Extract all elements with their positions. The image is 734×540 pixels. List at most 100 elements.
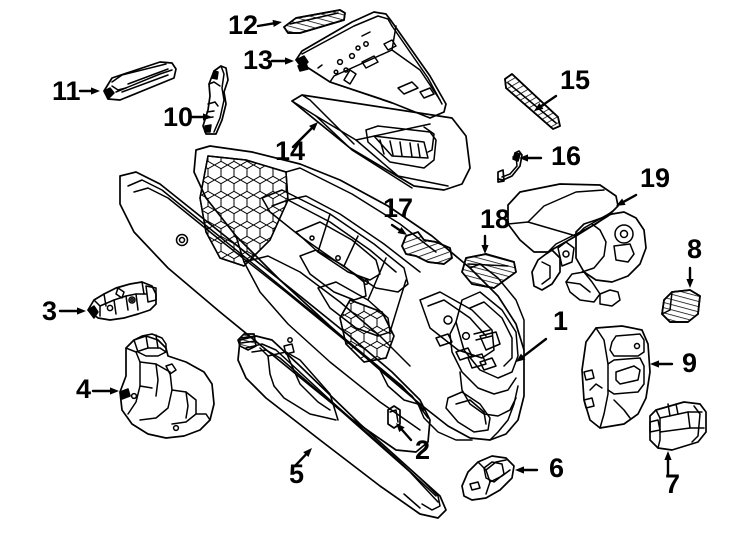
callout-hotspot-13[interactable] [239, 45, 279, 73]
part-front-cup-holder-mat [401, 231, 453, 265]
callout-hotspot-10[interactable] [159, 102, 199, 130]
callout-hotspot-8[interactable] [683, 234, 707, 262]
callout-13[interactable]: 13 [243, 45, 294, 75]
leader-arrowhead-9 [650, 360, 659, 368]
part-console-clip [387, 405, 401, 429]
callout-hotspot-12[interactable] [224, 10, 264, 38]
part-console-storage-bin [119, 333, 215, 439]
callout-number-8: 8 [687, 234, 702, 264]
leader-line-1 [521, 337, 548, 358]
callout-14[interactable]: 14 [275, 122, 318, 166]
callout-18[interactable]: 18 [480, 204, 510, 254]
leader-line-19 [622, 193, 638, 203]
part-armrest-lid-assembly [507, 183, 647, 307]
callout-hotspot-9[interactable] [678, 348, 702, 376]
callout-3[interactable]: 3 [42, 296, 86, 326]
leader-arrowhead-6 [515, 466, 524, 474]
callout-hotspot-3[interactable] [38, 296, 62, 324]
callout-7[interactable]: 7 [664, 451, 680, 499]
callout-hotspot-14[interactable] [271, 136, 311, 164]
callout-2[interactable]: 2 [396, 423, 430, 465]
callout-hotspot-11[interactable] [48, 76, 88, 104]
callout-number-1: 1 [553, 306, 568, 336]
part-rear-console-trim-bezel [581, 325, 651, 429]
callout-number-6: 6 [549, 453, 564, 483]
leader-arrowhead-13 [285, 57, 294, 65]
leader-arrowhead-4 [110, 387, 119, 395]
callout-hotspot-16[interactable] [547, 141, 587, 169]
callout-number-11: 11 [52, 76, 81, 106]
callout-number-17: 17 [383, 193, 413, 223]
callout-number-13: 13 [243, 45, 273, 75]
leader-arrowhead-8 [686, 279, 694, 288]
callout-17[interactable]: 17 [383, 193, 413, 235]
leader-line-17 [390, 223, 401, 232]
callout-number-3: 3 [42, 296, 57, 326]
leader-line-14 [291, 127, 313, 149]
callout-15[interactable]: 15 [534, 65, 590, 111]
callout-hotspot-4[interactable] [72, 374, 96, 402]
callout-8[interactable]: 8 [686, 234, 702, 288]
part-upper-console-trim-plate [291, 94, 471, 191]
callout-hotspot-6[interactable] [545, 453, 569, 481]
callout-number-4: 4 [76, 374, 91, 404]
callout-number-15: 15 [560, 65, 590, 95]
part-shifter-surround-panel [295, 11, 447, 119]
callout-12[interactable]: 12 [228, 10, 282, 40]
leader-arrowhead-11 [91, 87, 100, 95]
leader-line-5 [293, 453, 308, 468]
callout-5[interactable]: 5 [289, 448, 312, 489]
callout-hotspot-15[interactable] [556, 65, 596, 93]
callout-number-18: 18 [480, 204, 510, 234]
callout-number-7: 7 [665, 469, 680, 499]
leader-arrowhead-17 [397, 227, 407, 235]
leader-arrowhead-15 [534, 102, 544, 111]
part-armrest-latch-rod [497, 150, 523, 183]
leader-arrowhead-12 [272, 19, 282, 28]
callout-number-14: 14 [275, 136, 305, 166]
part-center-console-body [119, 145, 525, 453]
callout-number-2: 2 [415, 435, 430, 465]
callout-hotspot-2[interactable] [411, 435, 435, 463]
part-rear-console-vent-outlet [461, 455, 515, 501]
callout-hotspot-5[interactable] [285, 459, 309, 487]
callout-6[interactable]: 6 [515, 453, 564, 483]
part-small-end-cap [661, 289, 701, 323]
leader-arrowhead-3 [77, 307, 86, 315]
part-rear-power-outlet-housing [649, 401, 707, 451]
callout-19[interactable]: 19 [616, 163, 670, 206]
leader-arrowhead-19 [616, 198, 626, 206]
callout-hotspot-1[interactable] [549, 306, 573, 334]
callout-number-10: 10 [163, 102, 193, 132]
part-upper-ribbed-insert-strip [283, 9, 346, 34]
leader-arrowhead-5 [303, 448, 312, 458]
leader-arrowhead-10 [203, 113, 212, 121]
callout-hotspot-17[interactable] [379, 193, 419, 221]
callout-1[interactable]: 1 [516, 306, 568, 362]
leader-arrowhead-2 [396, 423, 405, 433]
leader-arrowhead-1 [516, 353, 526, 362]
callout-hotspot-18[interactable] [476, 204, 516, 232]
part-right-ribbed-insert-strip [504, 73, 561, 130]
leader-line-12 [256, 22, 275, 28]
leader-arrowhead-18 [481, 245, 489, 254]
callout-10[interactable]: 10 [163, 102, 212, 132]
leader-line-15 [540, 94, 558, 108]
callout-number-16: 16 [551, 141, 581, 171]
part-left-mounting-bracket [87, 281, 157, 321]
part-left-front-trim-molding [103, 61, 177, 101]
leader-arrowhead-7 [664, 451, 672, 460]
leader-arrowhead-16 [519, 154, 528, 162]
callout-9[interactable]: 9 [650, 348, 697, 378]
callout-number-19: 19 [640, 163, 670, 193]
callout-number-12: 12 [228, 10, 258, 40]
callout-11[interactable]: 11 [52, 76, 100, 106]
callout-hotspot-19[interactable] [636, 163, 676, 191]
callout-4[interactable]: 4 [76, 374, 119, 404]
callout-number-5: 5 [289, 459, 304, 489]
callout-16[interactable]: 16 [519, 141, 581, 171]
callout-hotspot-7[interactable] [661, 469, 685, 497]
